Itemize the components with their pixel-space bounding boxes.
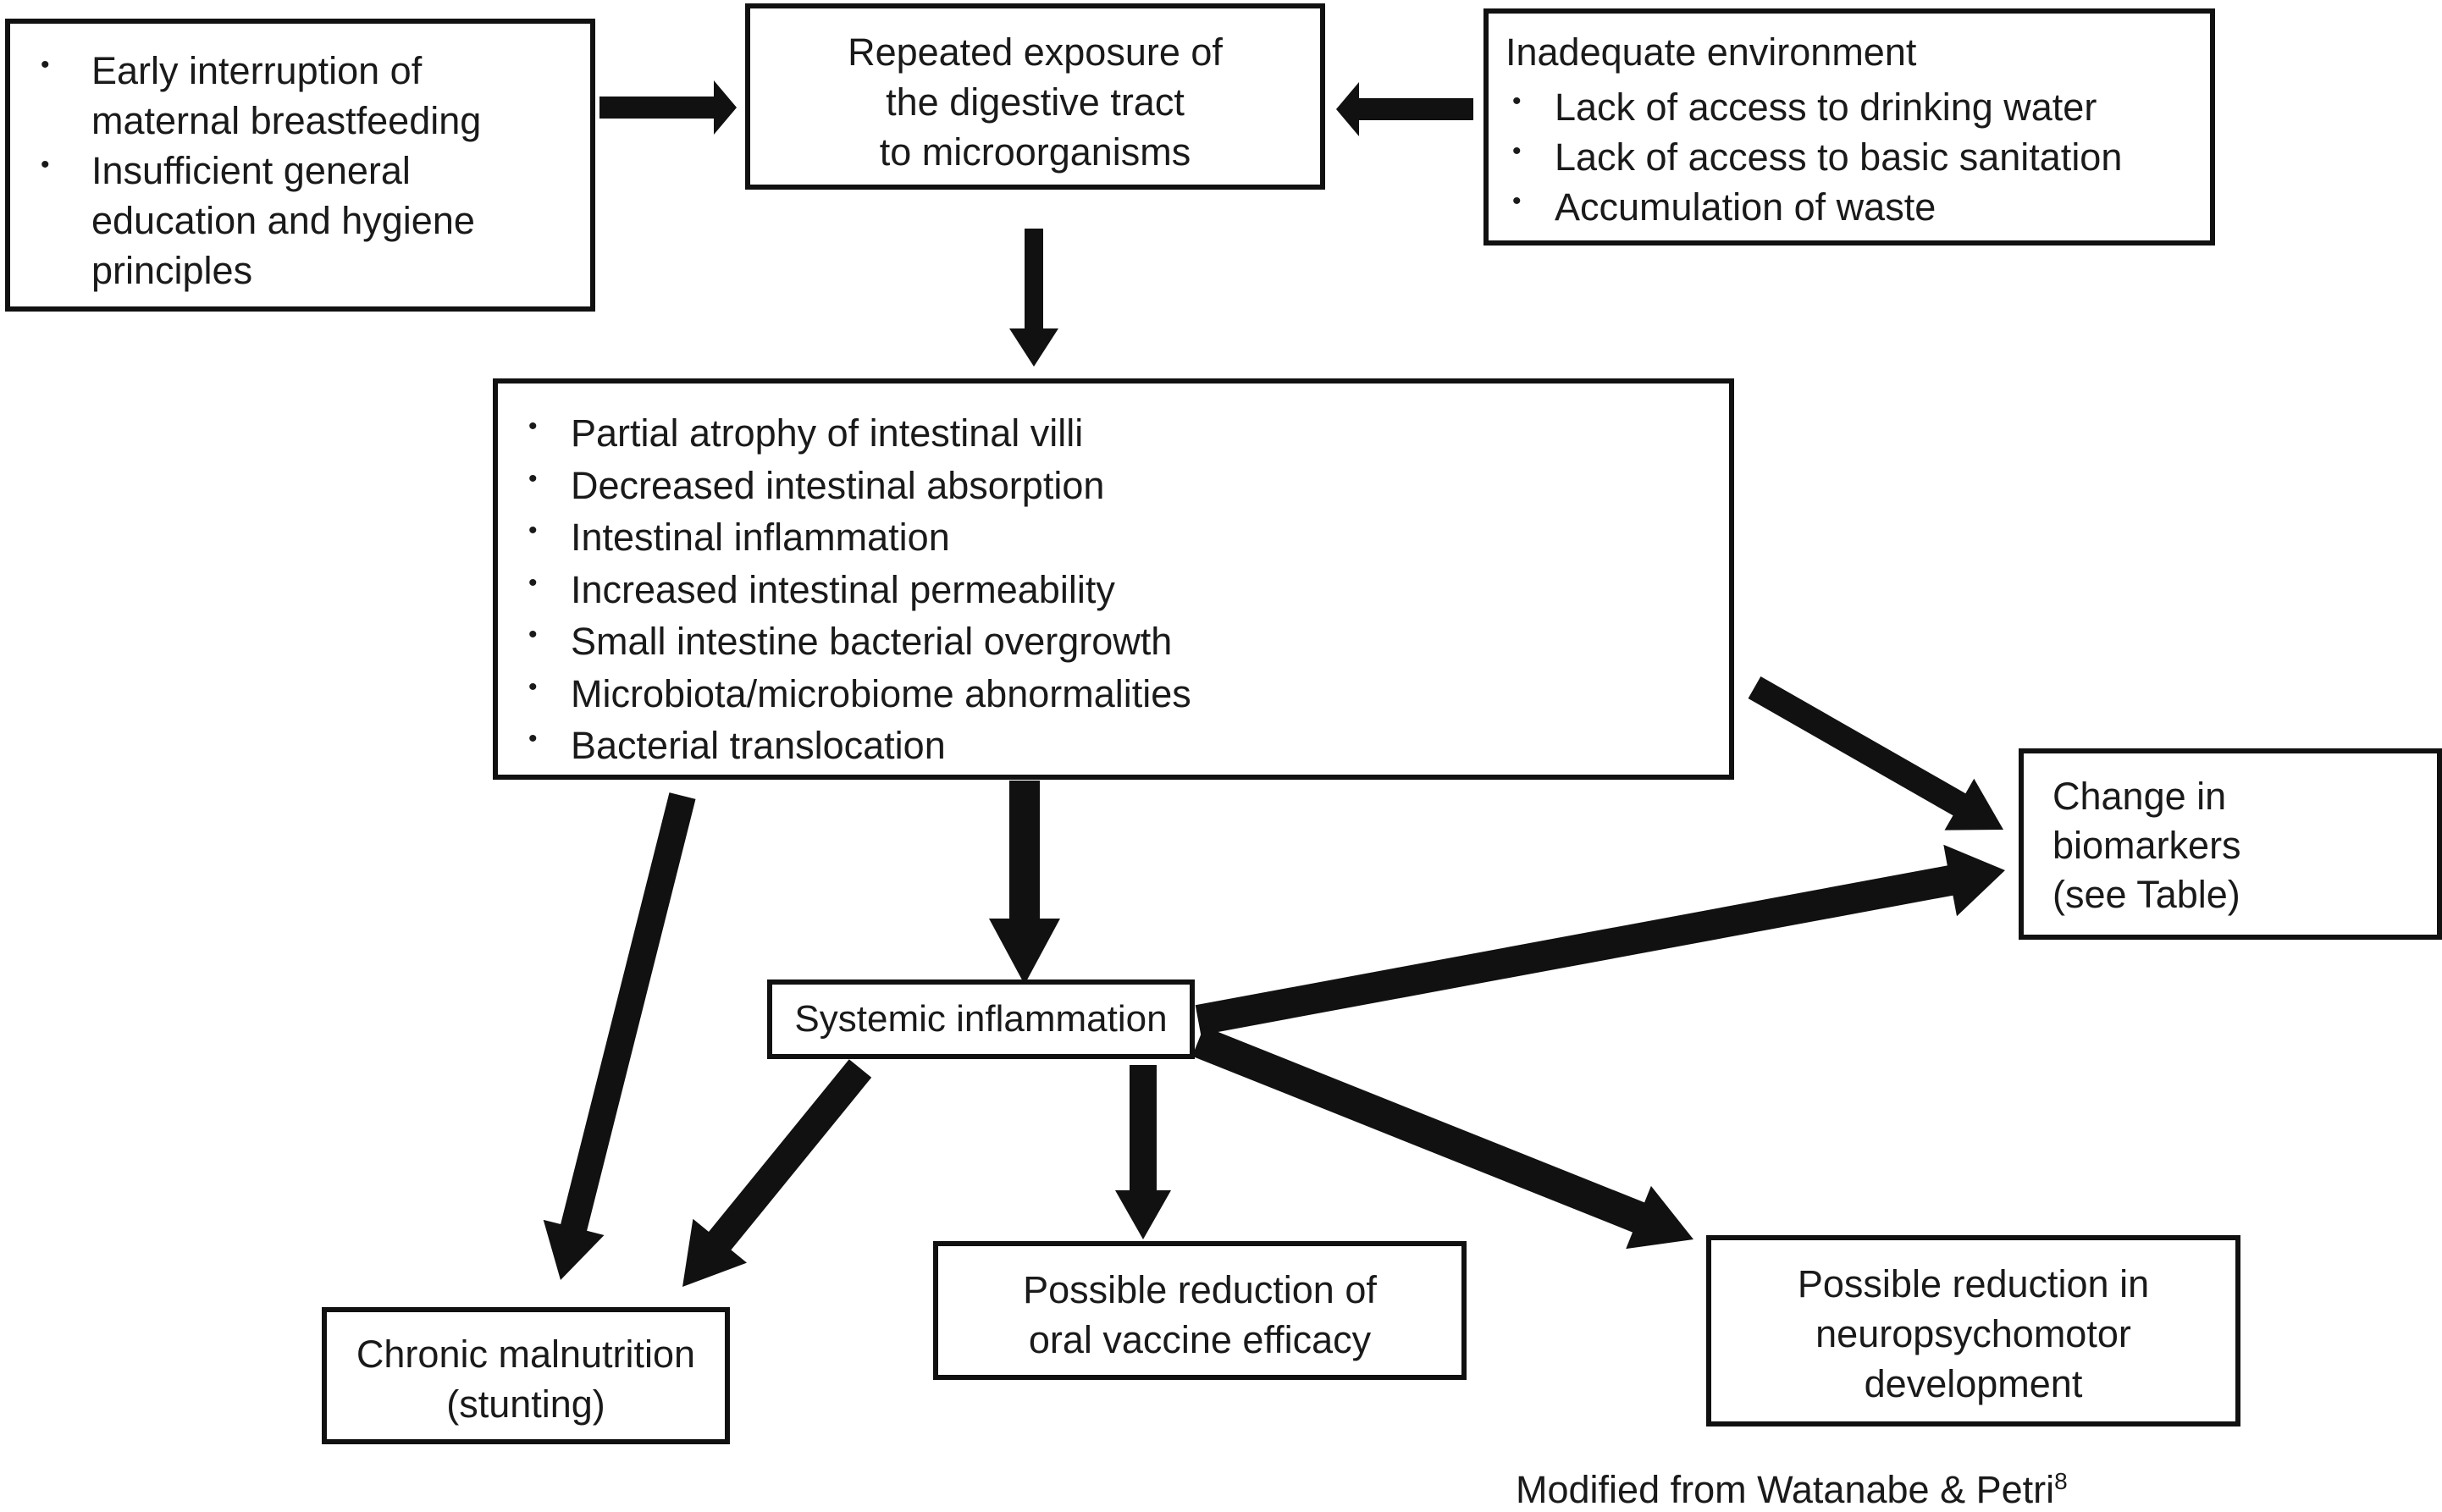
exposure-line: the digestive tract <box>886 80 1185 124</box>
environment-box: Inadequate environment • Lack of access … <box>1483 8 2215 246</box>
bullet-icon: • <box>41 151 50 179</box>
systemic-inflammation-label: Systemic inflammation <box>794 998 1168 1040</box>
intestinal-effects-list: • Partial atrophy of intestinal villi • … <box>528 407 1715 772</box>
list-item: • Intestinal inflammation <box>528 516 950 559</box>
bullet-icon: • <box>528 672 538 701</box>
arrow-intestinal-to-malnutrition <box>543 792 696 1280</box>
biomarkers-line: (see Table) <box>2052 873 2240 916</box>
vaccine-line: Possible reduction of <box>1023 1268 1377 1311</box>
neuro-line: neuropsychomotor <box>1815 1312 2131 1355</box>
biomarkers-line: biomarkers <box>2052 824 2241 867</box>
list-item: • Accumulation of waste <box>1512 185 1936 229</box>
bullet-icon: • <box>1512 187 1522 215</box>
vaccine-line: oral vaccine efficacy <box>1028 1318 1372 1361</box>
vaccine-box: Possible reduction of oral vaccine effic… <box>933 1241 1467 1380</box>
neuro-box: Possible reduction in neuropsychomotor d… <box>1706 1235 2240 1426</box>
arrow-environment-to-exposure <box>1336 82 1473 136</box>
arrow-exposure-to-intestinal <box>1009 229 1058 367</box>
malnutrition-line: Chronic malnutrition <box>356 1333 696 1376</box>
bullet-icon: • <box>528 725 538 753</box>
list-item: • Lack of access to basic sanitation <box>1512 135 2123 179</box>
source-credit-reference: 8 <box>2054 1468 2068 1494</box>
bullet-icon: • <box>1512 137 1522 165</box>
bullet-icon: • <box>528 464 538 493</box>
bullet-icon: • <box>41 51 50 79</box>
neuro-line: Possible reduction in <box>1797 1262 2150 1305</box>
bullet-icon: • <box>528 621 538 648</box>
arrow-systemic-to-vaccine <box>1115 1065 1171 1239</box>
list-item: • Small intestine bacterial overgrowth <box>528 620 1173 663</box>
exposure-line: to microorganisms <box>879 130 1191 174</box>
arrow-systemic-to-neuro <box>1191 1026 1693 1250</box>
exposure-box: Repeated exposure of the digestive tract… <box>745 3 1325 190</box>
arrow-intestinal-to-biomarkers <box>1748 676 2003 830</box>
malnutrition-line: (stunting) <box>446 1382 605 1426</box>
intestinal-effects-box: • Partial atrophy of intestinal villi • … <box>493 378 1734 780</box>
list-item: • Decreased intestinal absorption <box>528 463 1105 507</box>
bullet-icon: • <box>1512 87 1522 115</box>
list-item: • Insufficient general education and hyg… <box>41 149 475 292</box>
arrow-systemic-to-biomarkers <box>1195 844 2005 1035</box>
arrow-intestinal-to-systemic <box>989 781 1060 985</box>
environment-list: • Lack of access to drinking water • Lac… <box>1506 82 2196 232</box>
source-credit: Modified from Watanabe & Petri8 <box>1516 1468 2068 1512</box>
biomarkers-line: Change in <box>2052 775 2227 818</box>
arrow-causes-to-exposure <box>599 80 737 135</box>
list-item: • Increased intestinal permeability <box>528 567 1115 611</box>
list-item: • Bacterial translocation <box>528 724 946 767</box>
causes-box: • Early interruption of maternal breastf… <box>5 19 595 312</box>
bullet-icon: • <box>528 516 538 544</box>
environment-title: Inadequate environment <box>1506 30 1917 74</box>
list-item: • Microbiota/microbiome abnormalities <box>528 671 1191 715</box>
bullet-icon: • <box>528 412 538 440</box>
causes-list: • Early interruption of maternal breastf… <box>41 46 573 295</box>
list-item: • Early interruption of maternal breastf… <box>41 49 482 142</box>
neuro-line: development <box>1864 1362 2083 1405</box>
list-item: • Partial atrophy of intestinal villi <box>528 411 1084 455</box>
exposure-line: Repeated exposure of <box>848 30 1223 74</box>
systemic-inflammation-box: Systemic inflammation <box>767 979 1195 1059</box>
list-item: • Lack of access to drinking water <box>1512 86 2097 129</box>
malnutrition-box: Chronic malnutrition (stunting) <box>322 1307 730 1444</box>
arrow-systemic-to-malnutrition <box>682 1059 872 1287</box>
source-credit-text: Modified from Watanabe & Petri <box>1516 1468 2055 1511</box>
bullet-icon: • <box>528 568 538 597</box>
biomarkers-box: Change in biomarkers (see Table) <box>2019 748 2442 940</box>
